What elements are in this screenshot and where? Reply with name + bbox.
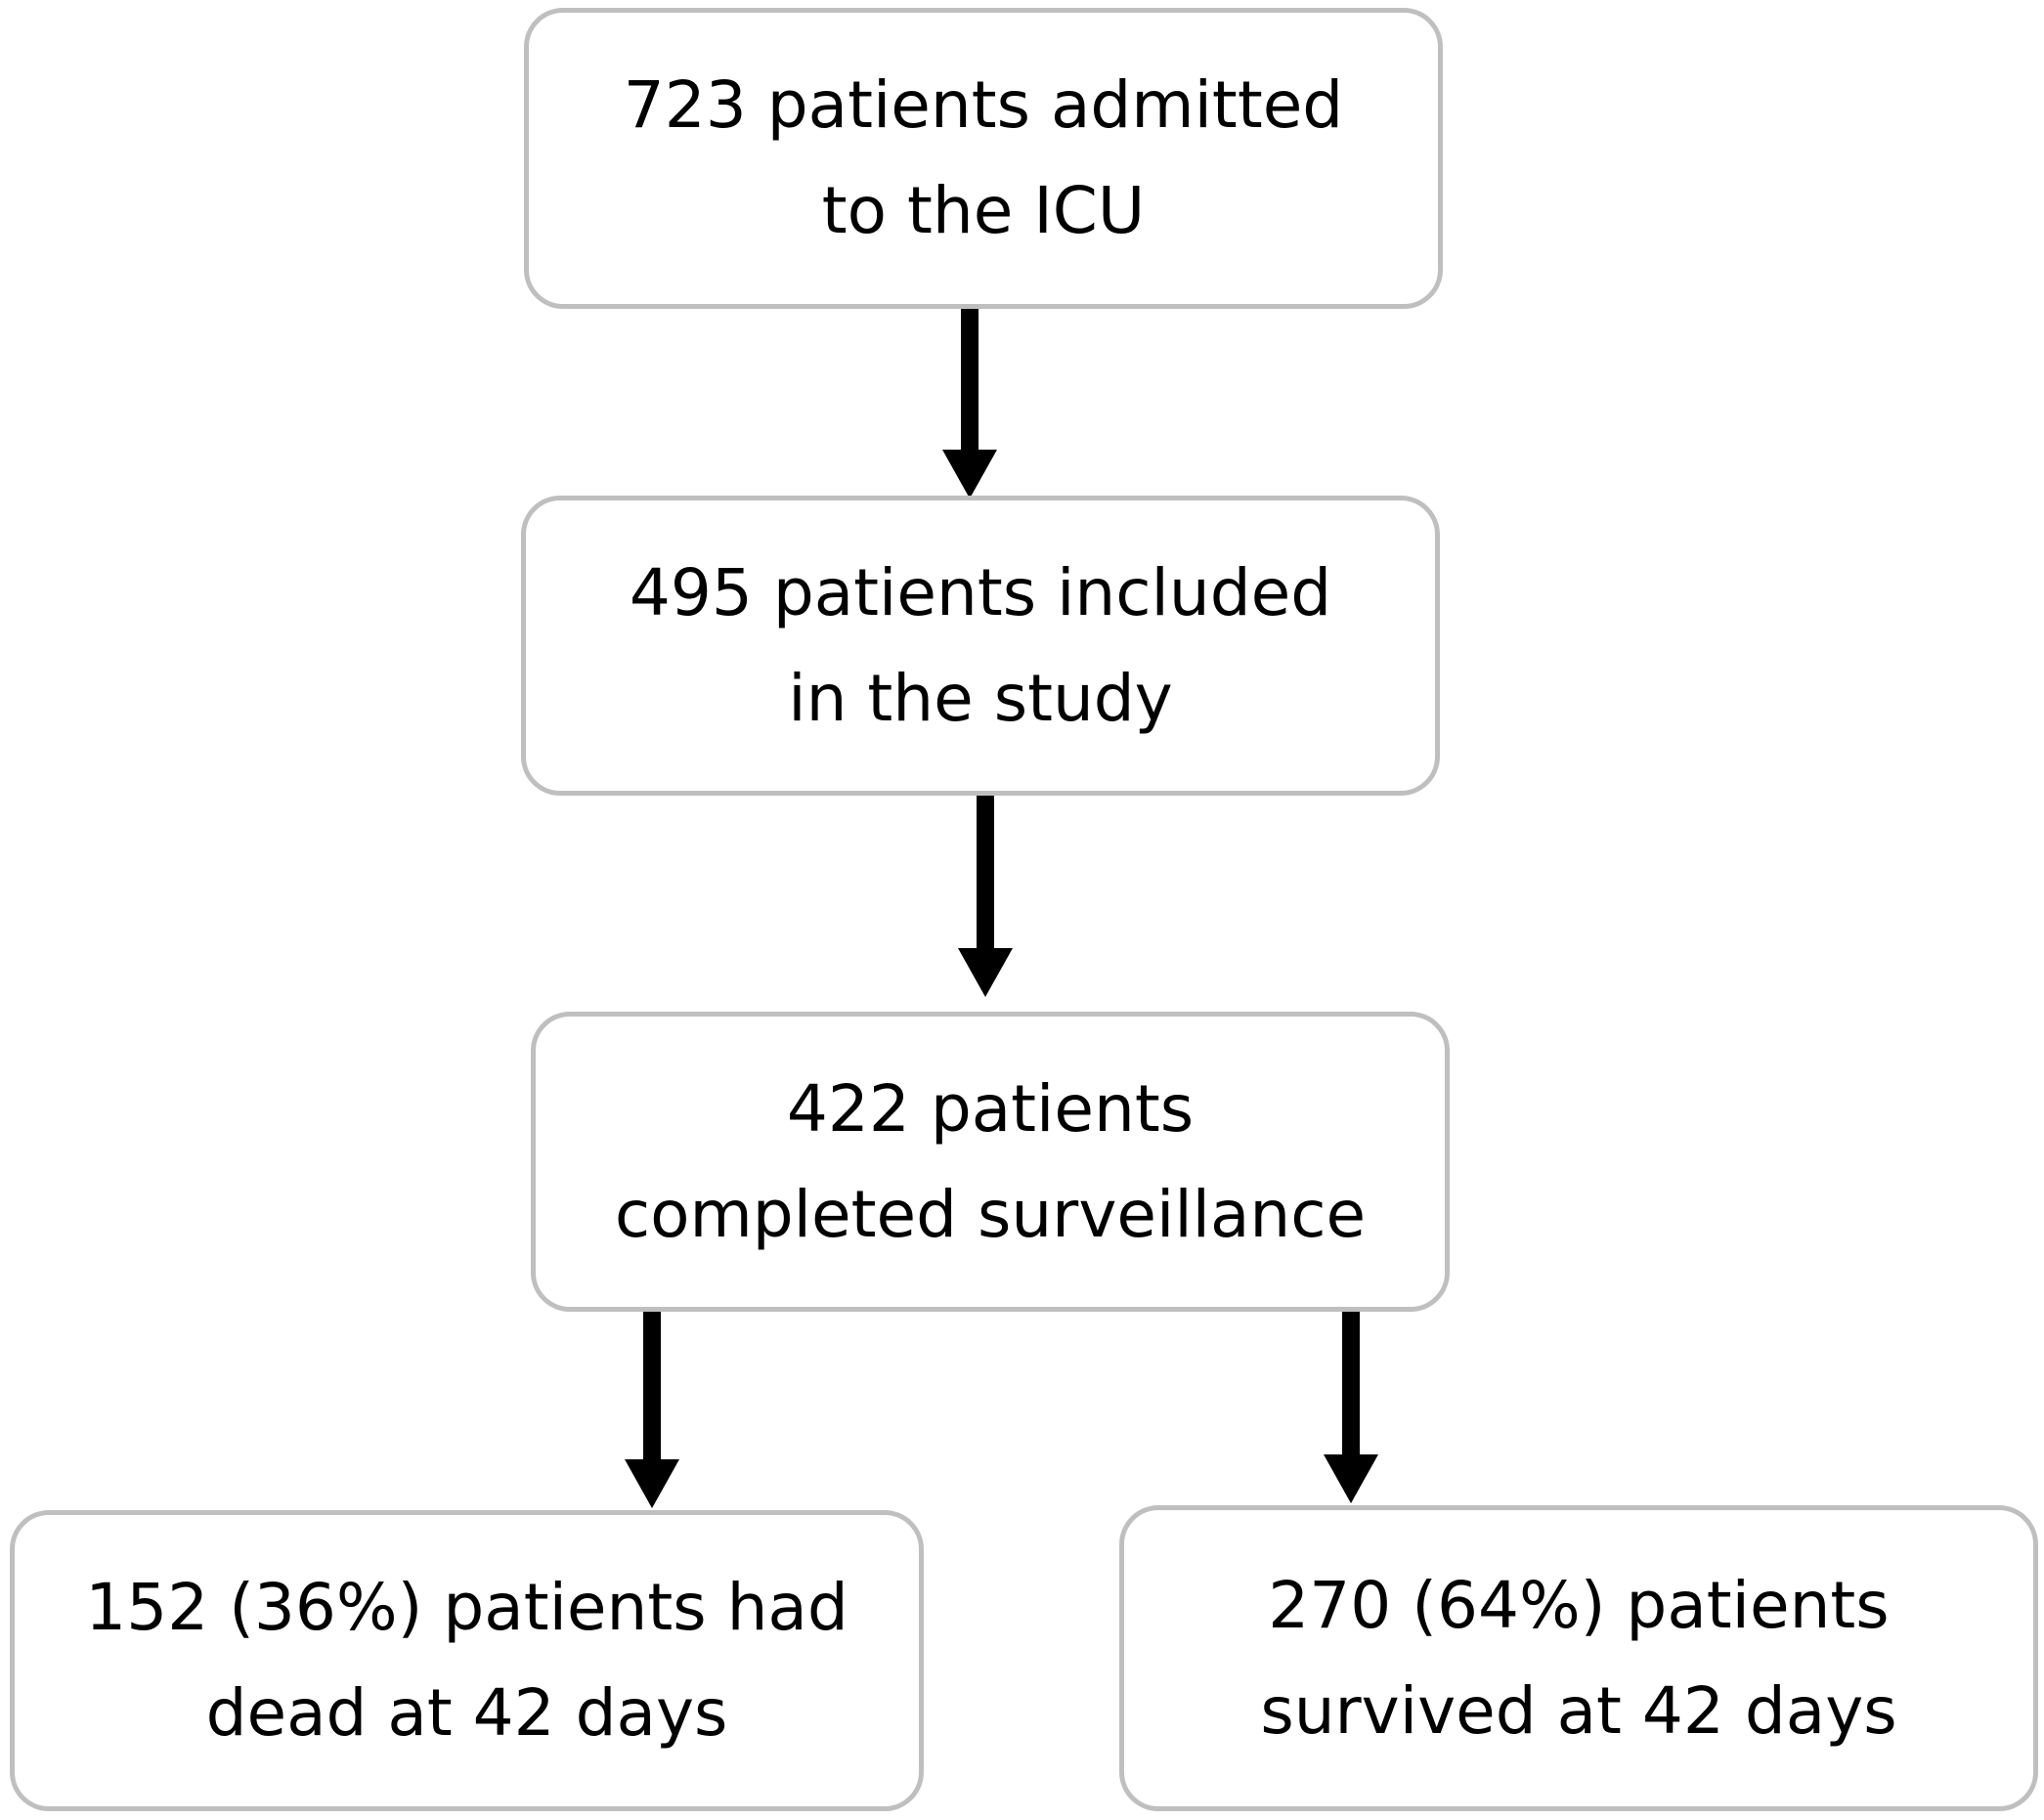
arrow-completed-to-dead [625,1312,679,1508]
node-included-line2: in the study [788,660,1173,736]
node-admitted-icu: 723 patients admitted to the ICU [524,8,1443,309]
node-admitted-line2: to the ICU [821,173,1146,248]
node-included-study: 495 patients included in the study [521,496,1440,796]
node-completed-surveillance: 422 patients completed surveillance [531,1012,1450,1312]
node-survived-line1: 270 (64%) patients [1268,1567,1890,1643]
node-dead-line2: dead at 42 days [205,1675,728,1751]
node-admitted-line1: 723 patients admitted [623,67,1344,143]
node-dead-line1: 152 (36%) patients had [85,1570,848,1645]
node-survived-42-days: 270 (64%) patients survived at 42 days [1119,1505,2038,1811]
node-survived-line2: survived at 42 days [1260,1672,1897,1749]
arrow-completed-to-survived [1324,1312,1378,1503]
node-included-line1: 495 patients included [629,554,1332,630]
node-dead-42-days: 152 (36%) patients had dead at 42 days [10,1510,924,1811]
arrow-admitted-to-included [942,309,997,498]
node-completed-line1: 422 patients [786,1070,1195,1147]
node-completed-line2: completed surveillance [614,1176,1367,1252]
arrow-included-to-completed [958,796,1013,997]
